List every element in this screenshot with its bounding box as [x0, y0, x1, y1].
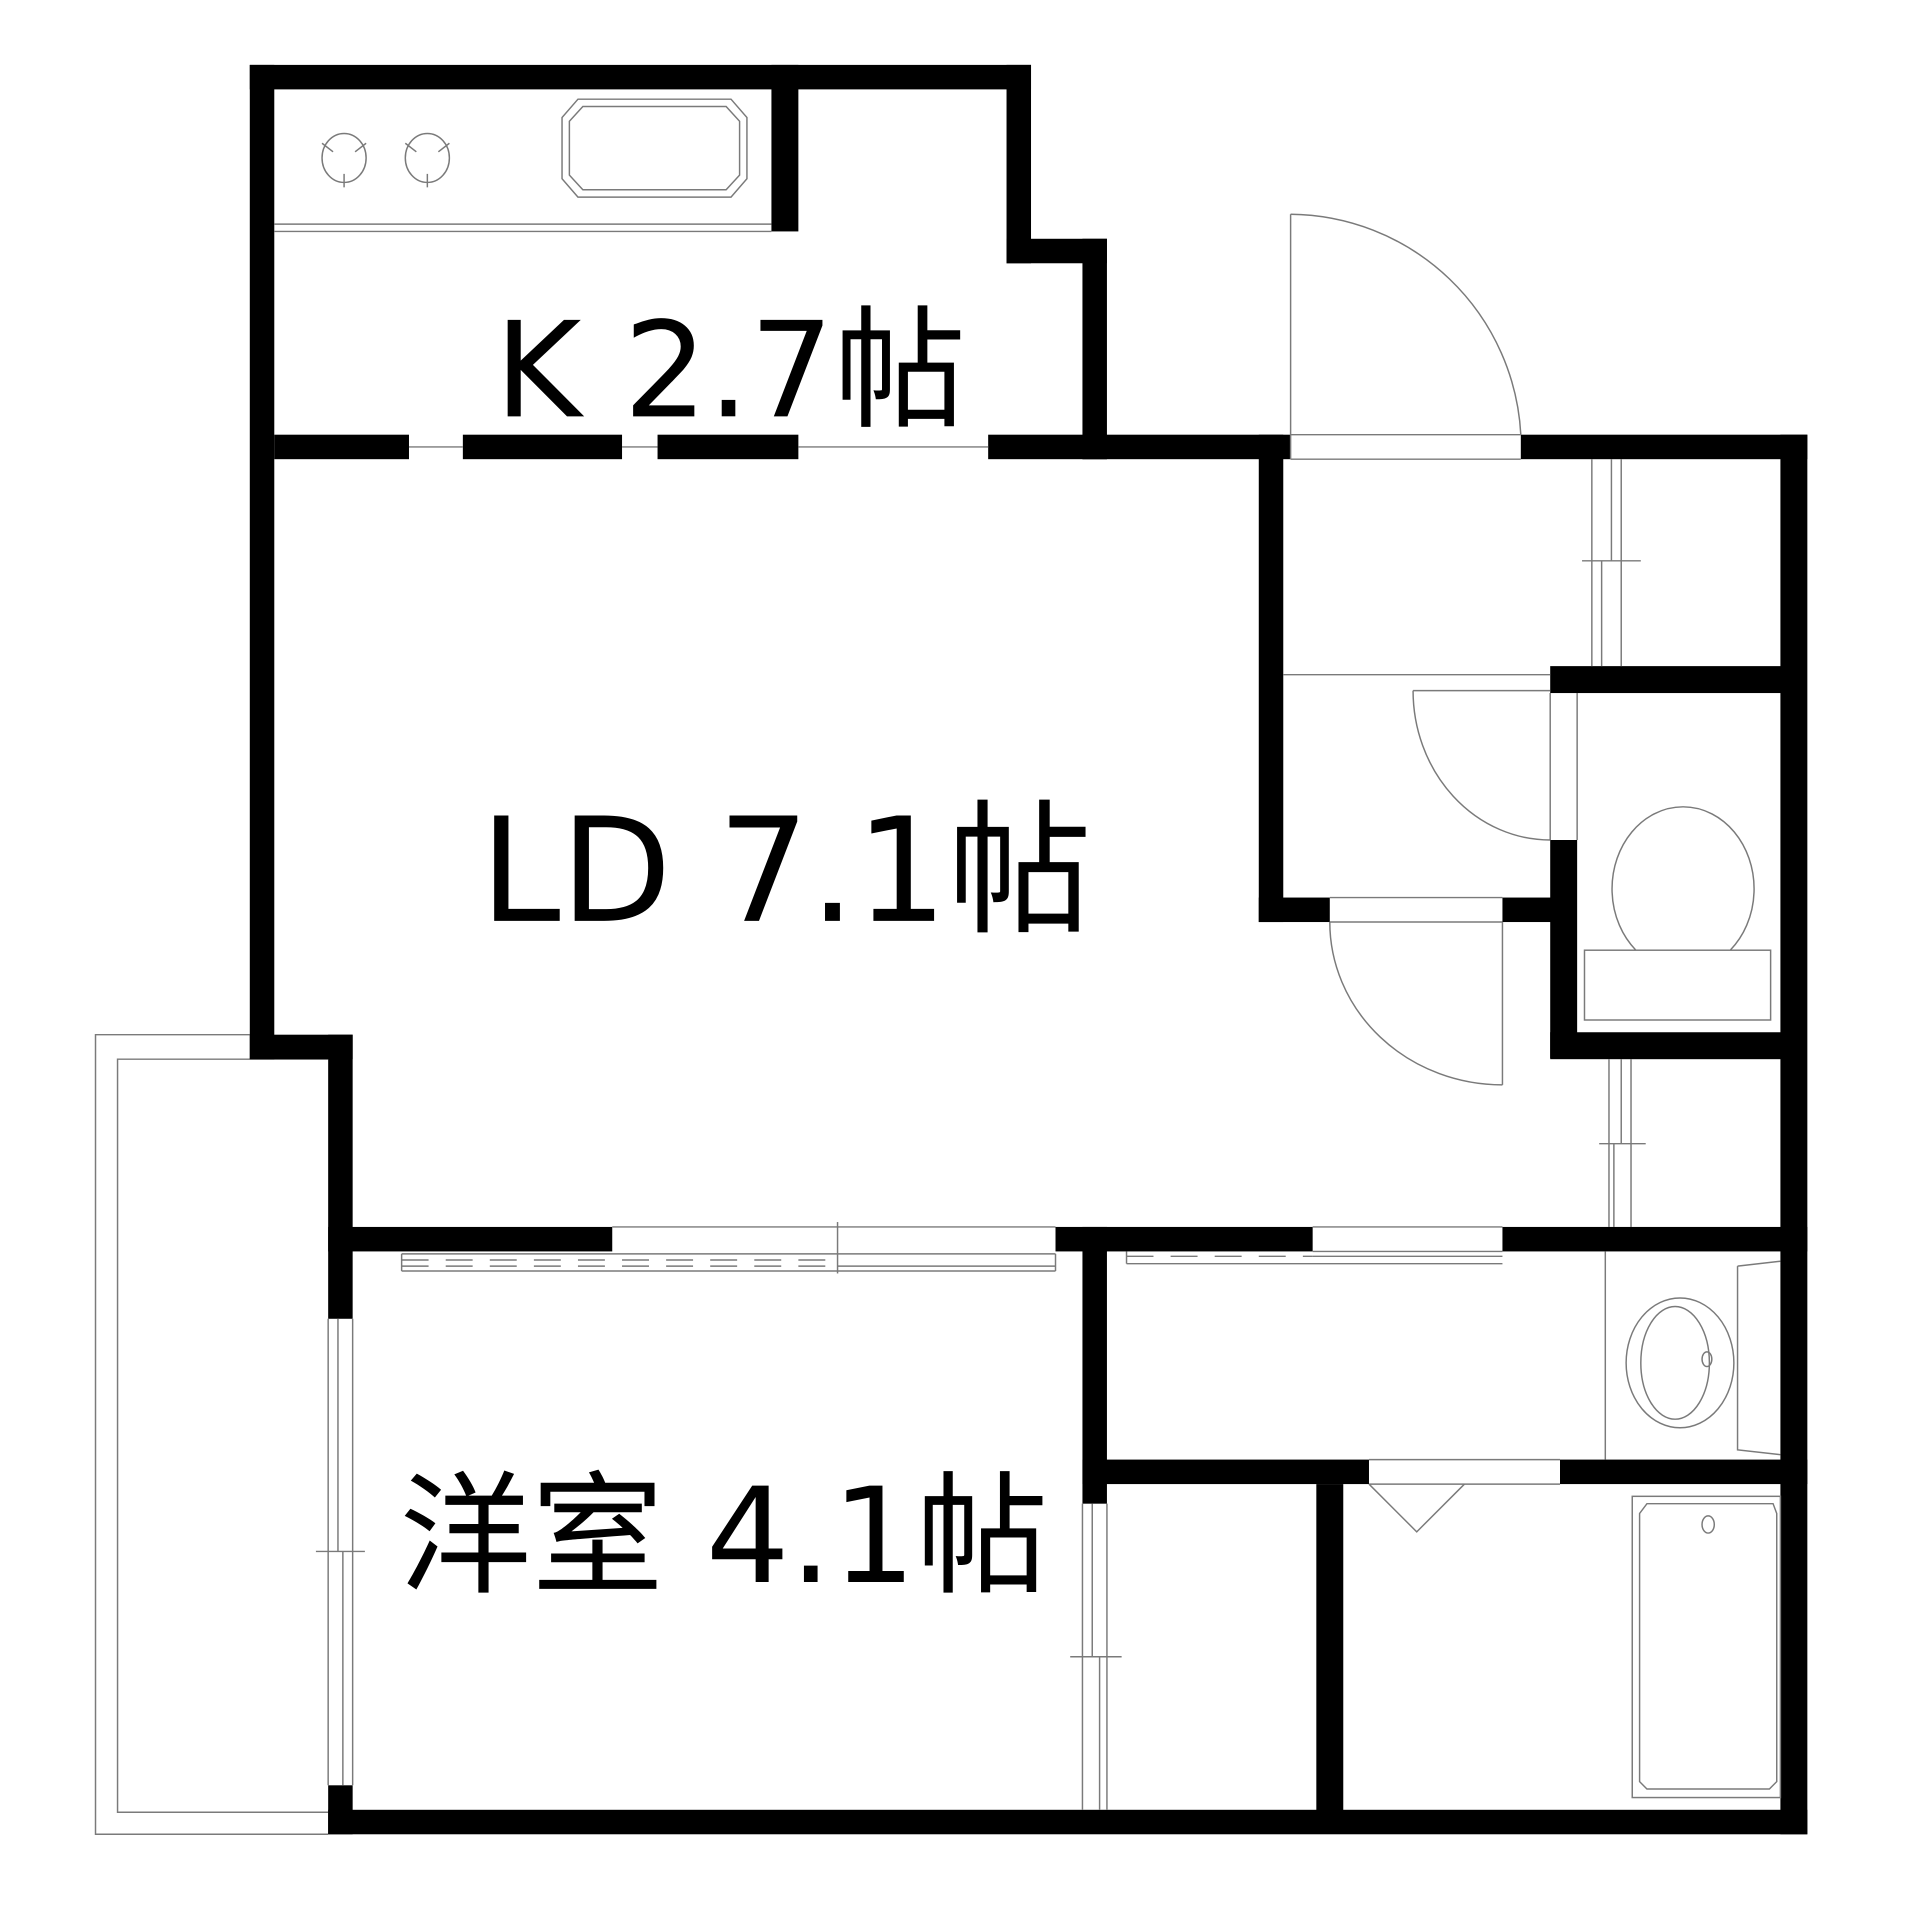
entrance-door-icon[interactable] — [1289, 213, 1522, 460]
toilet-icon[interactable] — [1583, 806, 1772, 1021]
bathtub-icon[interactable] — [1631, 1495, 1782, 1799]
balcony — [94, 1033, 329, 1836]
room-label-western-room: 洋室 4.1帖 — [399, 1460, 1048, 1614]
toilet-door-icon[interactable] — [1412, 689, 1578, 841]
room-label-kitchen: K 2.7帖 — [495, 294, 966, 448]
balcony-window[interactable] — [315, 1318, 365, 1786]
room-label-living-dining: LD 7.1帖 — [480, 788, 1092, 956]
shoe-closet[interactable] — [1582, 459, 1641, 667]
kitchen-sink-icon — [561, 98, 748, 198]
kitchen-counter — [274, 223, 772, 233]
sliding-door-western-room[interactable] — [400, 1222, 1057, 1274]
sliding-door-washroom[interactable] — [1125, 1226, 1503, 1265]
storage-closet[interactable] — [1599, 1059, 1646, 1227]
walls — [249, 64, 1808, 1835]
washbasin-icon[interactable] — [1604, 1251, 1781, 1460]
hall-door-icon[interactable] — [1329, 896, 1504, 1086]
closet-door-western-room[interactable] — [1070, 1503, 1122, 1810]
stove-icon — [321, 132, 451, 188]
bath-door-icon[interactable] — [1368, 1458, 1560, 1533]
